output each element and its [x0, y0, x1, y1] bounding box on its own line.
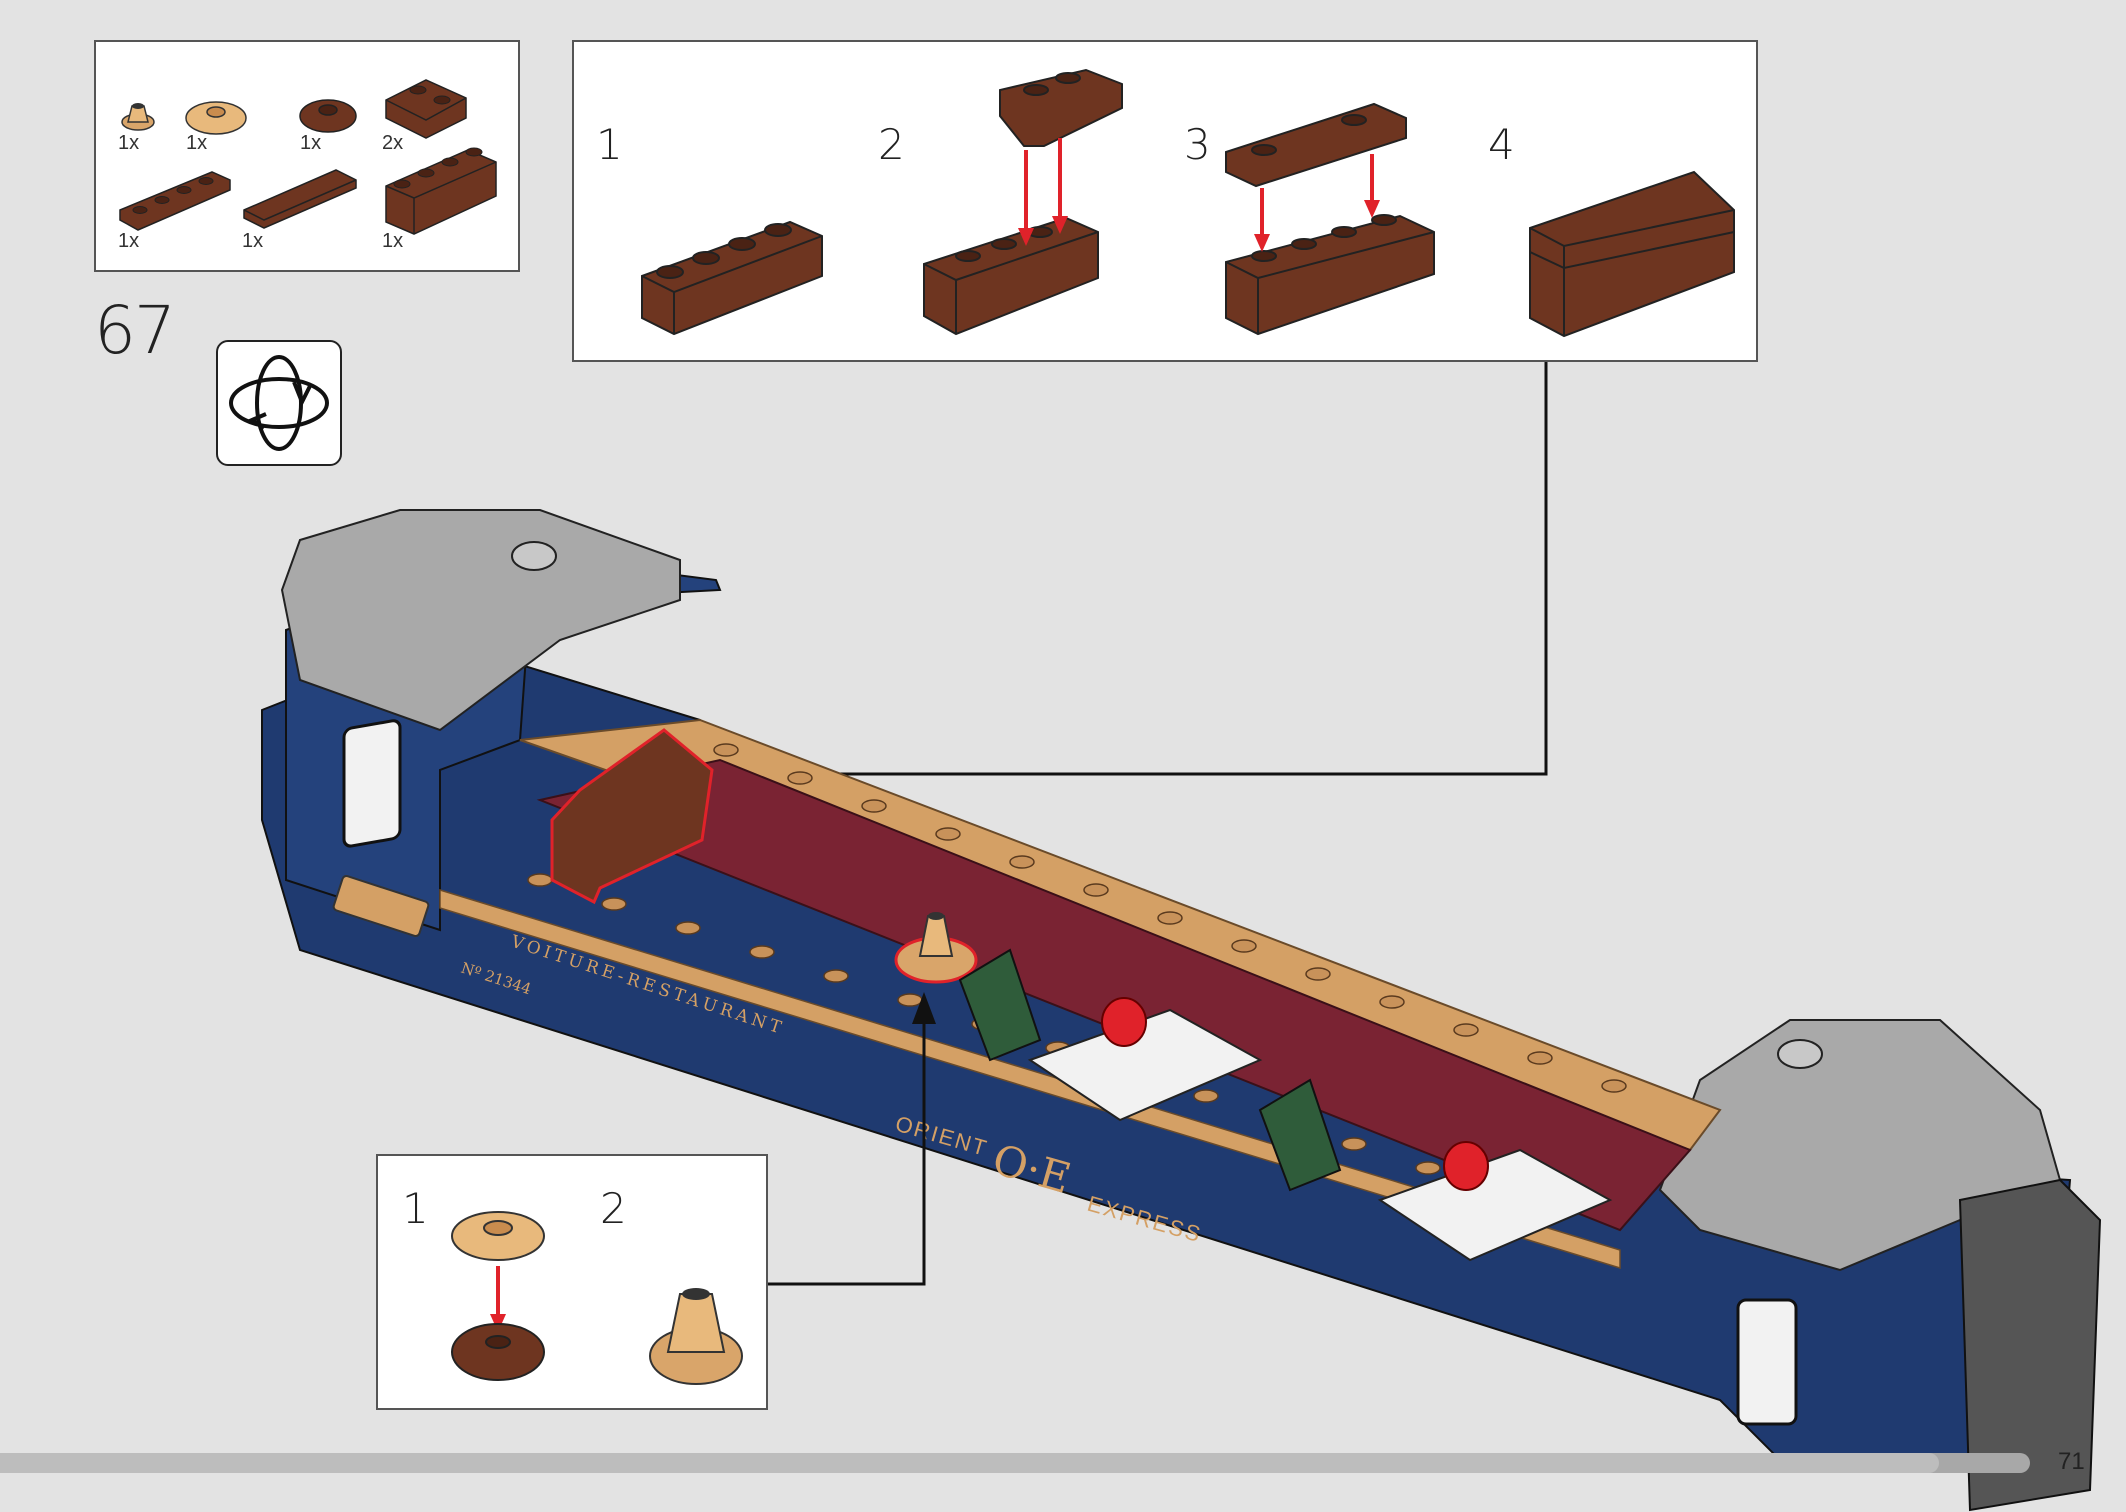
train-nameplate-left — [332, 875, 430, 937]
qty-tan-round-tile: 1x — [186, 132, 208, 154]
sub-step-4-assembly-image — [1529, 170, 1735, 338]
sub-step-1-number: 1 — [596, 120, 623, 169]
progress-fill — [0, 1453, 1939, 1473]
red-lamp-2 — [1443, 1141, 1489, 1191]
sub-build-top-illustrations — [641, 68, 1735, 338]
qty-brown-bracket: 2x — [382, 132, 404, 154]
train-left-window — [342, 719, 402, 848]
qty-brown-tile-1x4: 1x — [242, 230, 264, 252]
qty-brown-brick-1x4: 1x — [382, 230, 404, 252]
sub-build-bottom-illustrations — [451, 1211, 743, 1385]
sub-step-1-brick-image — [641, 220, 823, 336]
roof-vent-right — [1777, 1039, 1823, 1069]
part-brown-tile-1x4-image — [243, 169, 357, 229]
sub-step-4-number: 4 — [1488, 120, 1515, 169]
green-seat-2 — [1258, 1078, 1342, 1192]
sub-step-2-number: 2 — [878, 120, 905, 169]
progress-bar — [0, 1453, 2030, 1473]
sub-bottom-step-1-image — [451, 1211, 545, 1381]
roof-vent-left — [511, 541, 557, 571]
sub-step-3-number: 3 — [1184, 120, 1211, 169]
part-brown-brick-1x4-image — [385, 147, 497, 235]
sub-bottom-step-1-number: 1 — [402, 1184, 429, 1233]
rotate-model-box — [216, 340, 342, 466]
red-lamp-1 — [1101, 997, 1147, 1047]
train-right-window — [1736, 1298, 1798, 1426]
qty-brown-plate-1x4: 1x — [118, 230, 140, 252]
new-part-bench-highlight — [550, 728, 714, 905]
part-tan-round-tile-image — [185, 101, 247, 135]
page-number: 71 — [2058, 1448, 2085, 1475]
sub-build-top-box: 1 2 3 4 — [572, 40, 1758, 362]
part-brown-bracket-image — [385, 79, 467, 139]
new-part-lamp-highlight — [894, 912, 978, 984]
step-number: 67 — [94, 292, 176, 369]
sub-step-3-assembly-image — [1225, 102, 1435, 336]
sub-bottom-step-2-number: 2 — [600, 1184, 627, 1233]
sub-build-bottom-box: 1 2 — [376, 1154, 768, 1410]
qty-brown-round-plate: 1x — [300, 132, 322, 154]
rotate-model-icon — [229, 355, 329, 451]
sub-bottom-step-2-image — [649, 1288, 743, 1385]
parts-list-illustrations — [119, 79, 497, 235]
sub-step-2-assembly-image — [923, 68, 1123, 336]
green-seat-1 — [958, 948, 1042, 1062]
train-roof-left — [280, 509, 681, 732]
parts-list-box: 1x 1x 1x 2x 1x 1x 1x — [94, 40, 520, 272]
part-brown-round-plate-image — [299, 99, 357, 133]
part-tan-cone-image — [121, 103, 155, 131]
part-brown-plate-1x4-image — [119, 171, 231, 231]
qty-tan-cone: 1x — [118, 132, 140, 154]
